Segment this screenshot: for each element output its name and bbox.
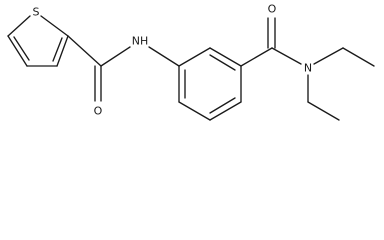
benzene-ring (178, 47, 242, 121)
atom-label-sulfur: S (33, 6, 40, 19)
bond-ring-carbonyl (240, 47, 273, 67)
bond-b4-b5 (209, 101, 242, 121)
bond-n-ethyl1-ch2 (313, 47, 344, 65)
thiophene-ring (7, 15, 69, 67)
bond-b4-b5-double (209, 97, 236, 114)
bond-ethyl1-ch3 (342, 47, 375, 67)
bond-c2-carbonyl (67, 35, 102, 67)
bond-c4-c5-double (13, 36, 30, 61)
molecule-structure-diagram: S NH O O N (7, 3, 375, 121)
atom-label-amide-oxygen: O (94, 105, 103, 118)
bond-b1-b2 (178, 47, 211, 67)
amide-linker (67, 35, 180, 102)
bond-carbonyl-n (271, 47, 302, 65)
bond-b5-b6 (178, 101, 211, 121)
bond-c4-c5 (7, 35, 28, 67)
bond-ethyl2-ch3 (307, 101, 340, 121)
atom-label-diethyl-nitrogen: N (304, 62, 312, 75)
bond-b2-b3-double (209, 54, 236, 71)
bond-carbonyl-nh (100, 46, 131, 67)
diethylamide-group (240, 17, 375, 121)
bond-s1-c2 (40, 15, 69, 37)
bond-c2-c3 (56, 35, 69, 67)
bond-c2-c3-double (52, 37, 63, 62)
bond-c5-s1 (7, 15, 31, 37)
bond-nh-ring (148, 46, 180, 67)
atom-label-amide-nitrogen: NH (132, 35, 149, 48)
atom-label-carbonyl-oxygen: O (268, 3, 277, 16)
bond-b2-b3 (209, 47, 242, 67)
